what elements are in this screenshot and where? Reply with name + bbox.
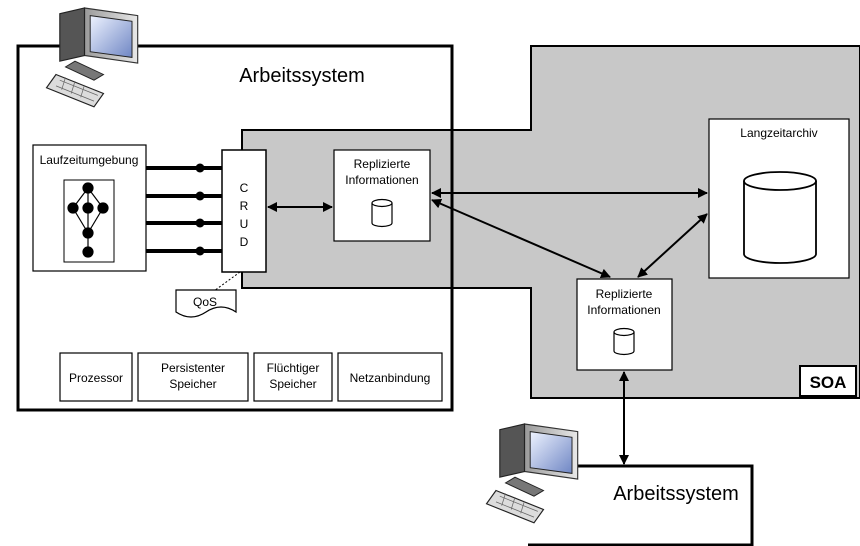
long-term-archive-label: Langzeitarchiv [740,126,817,140]
replicated-info-top-label: Informationen [345,173,418,187]
resource-label-line: Speicher [169,377,216,391]
soa-label-box [799,365,857,397]
qos-document-shape [175,289,237,318]
soa-label: SOA [810,373,847,392]
work-system-top-title: Arbeitssystem [239,65,365,87]
resource-box-network [337,352,443,402]
resource-label-line: Prozessor [69,371,123,385]
crud-letter: D [240,235,249,249]
qos-label: QoS [193,295,217,309]
runtime-environment-label: Laufzeitumgebung [40,153,139,167]
computer-workstation-icon [45,7,139,108]
crud-interface-box [221,149,267,273]
database-cylinder-icon [613,327,635,356]
resource-label-line: Speicher [269,377,316,391]
resource-box-processor [59,352,133,402]
graph-node [67,202,79,214]
runtime-crud-connections [146,163,222,256]
crud-letter: C [240,181,249,195]
crud-letter: U [240,217,249,231]
replicated-info-top-label: Replizierte [354,157,411,171]
arrow-replicated-top-bottom [431,198,611,279]
database-cylinder-icon [743,171,817,264]
crud-letter: R [240,199,249,213]
work-system-bottom-title: Arbeitssystem [613,483,739,505]
resource-label-line: Persistenter [161,361,225,375]
replicated-info-bottom-label: Replizierte [596,287,653,301]
graph-node [82,182,94,194]
qos-connector-dotted-line [213,271,241,292]
work-system-bottom-frame [528,464,754,546]
computer-workstation-icon [485,423,579,524]
graph-node [82,227,94,239]
resource-box-persistent-storage [137,352,249,402]
data-flow-arrows [267,188,708,465]
resource-label-line: Netzanbindung [350,371,431,385]
graph-node [82,246,94,258]
resource-box-volatile-storage [253,352,333,402]
graph-node [82,202,94,214]
arrow-bottom-archive [637,213,708,278]
resource-label-line: Flüchtiger [267,361,320,375]
process-graph [67,182,109,258]
replicated-info-bottom-label: Informationen [587,303,660,317]
graph-node [97,202,109,214]
database-cylinder-icon [371,198,393,228]
